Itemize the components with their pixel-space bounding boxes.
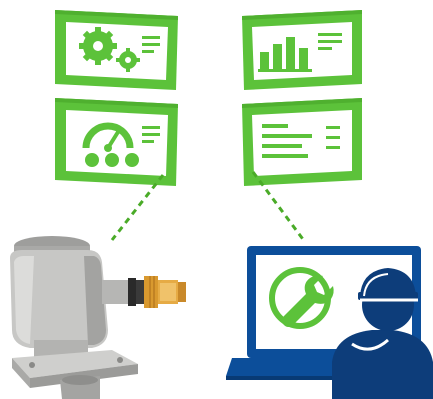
text-report-icon (262, 124, 340, 158)
technician-avatar-icon (332, 268, 433, 399)
panel-gauge (55, 98, 178, 186)
connector-right (251, 171, 307, 243)
laptop (226, 246, 433, 399)
pressure-transmitter-icon (10, 236, 186, 399)
panel-bar-chart (242, 10, 362, 90)
settings-text-lines (142, 36, 160, 53)
wrench-icon (269, 267, 334, 329)
panel-settings (55, 10, 178, 90)
panel-report (242, 98, 362, 186)
connector-left (110, 174, 165, 241)
bar-chart-icon (258, 37, 312, 72)
gauge-text-lines (142, 126, 160, 143)
chart-text-lines (318, 33, 342, 50)
gauge-meter-icon (82, 122, 139, 167)
gears-settings-icon (79, 27, 140, 72)
